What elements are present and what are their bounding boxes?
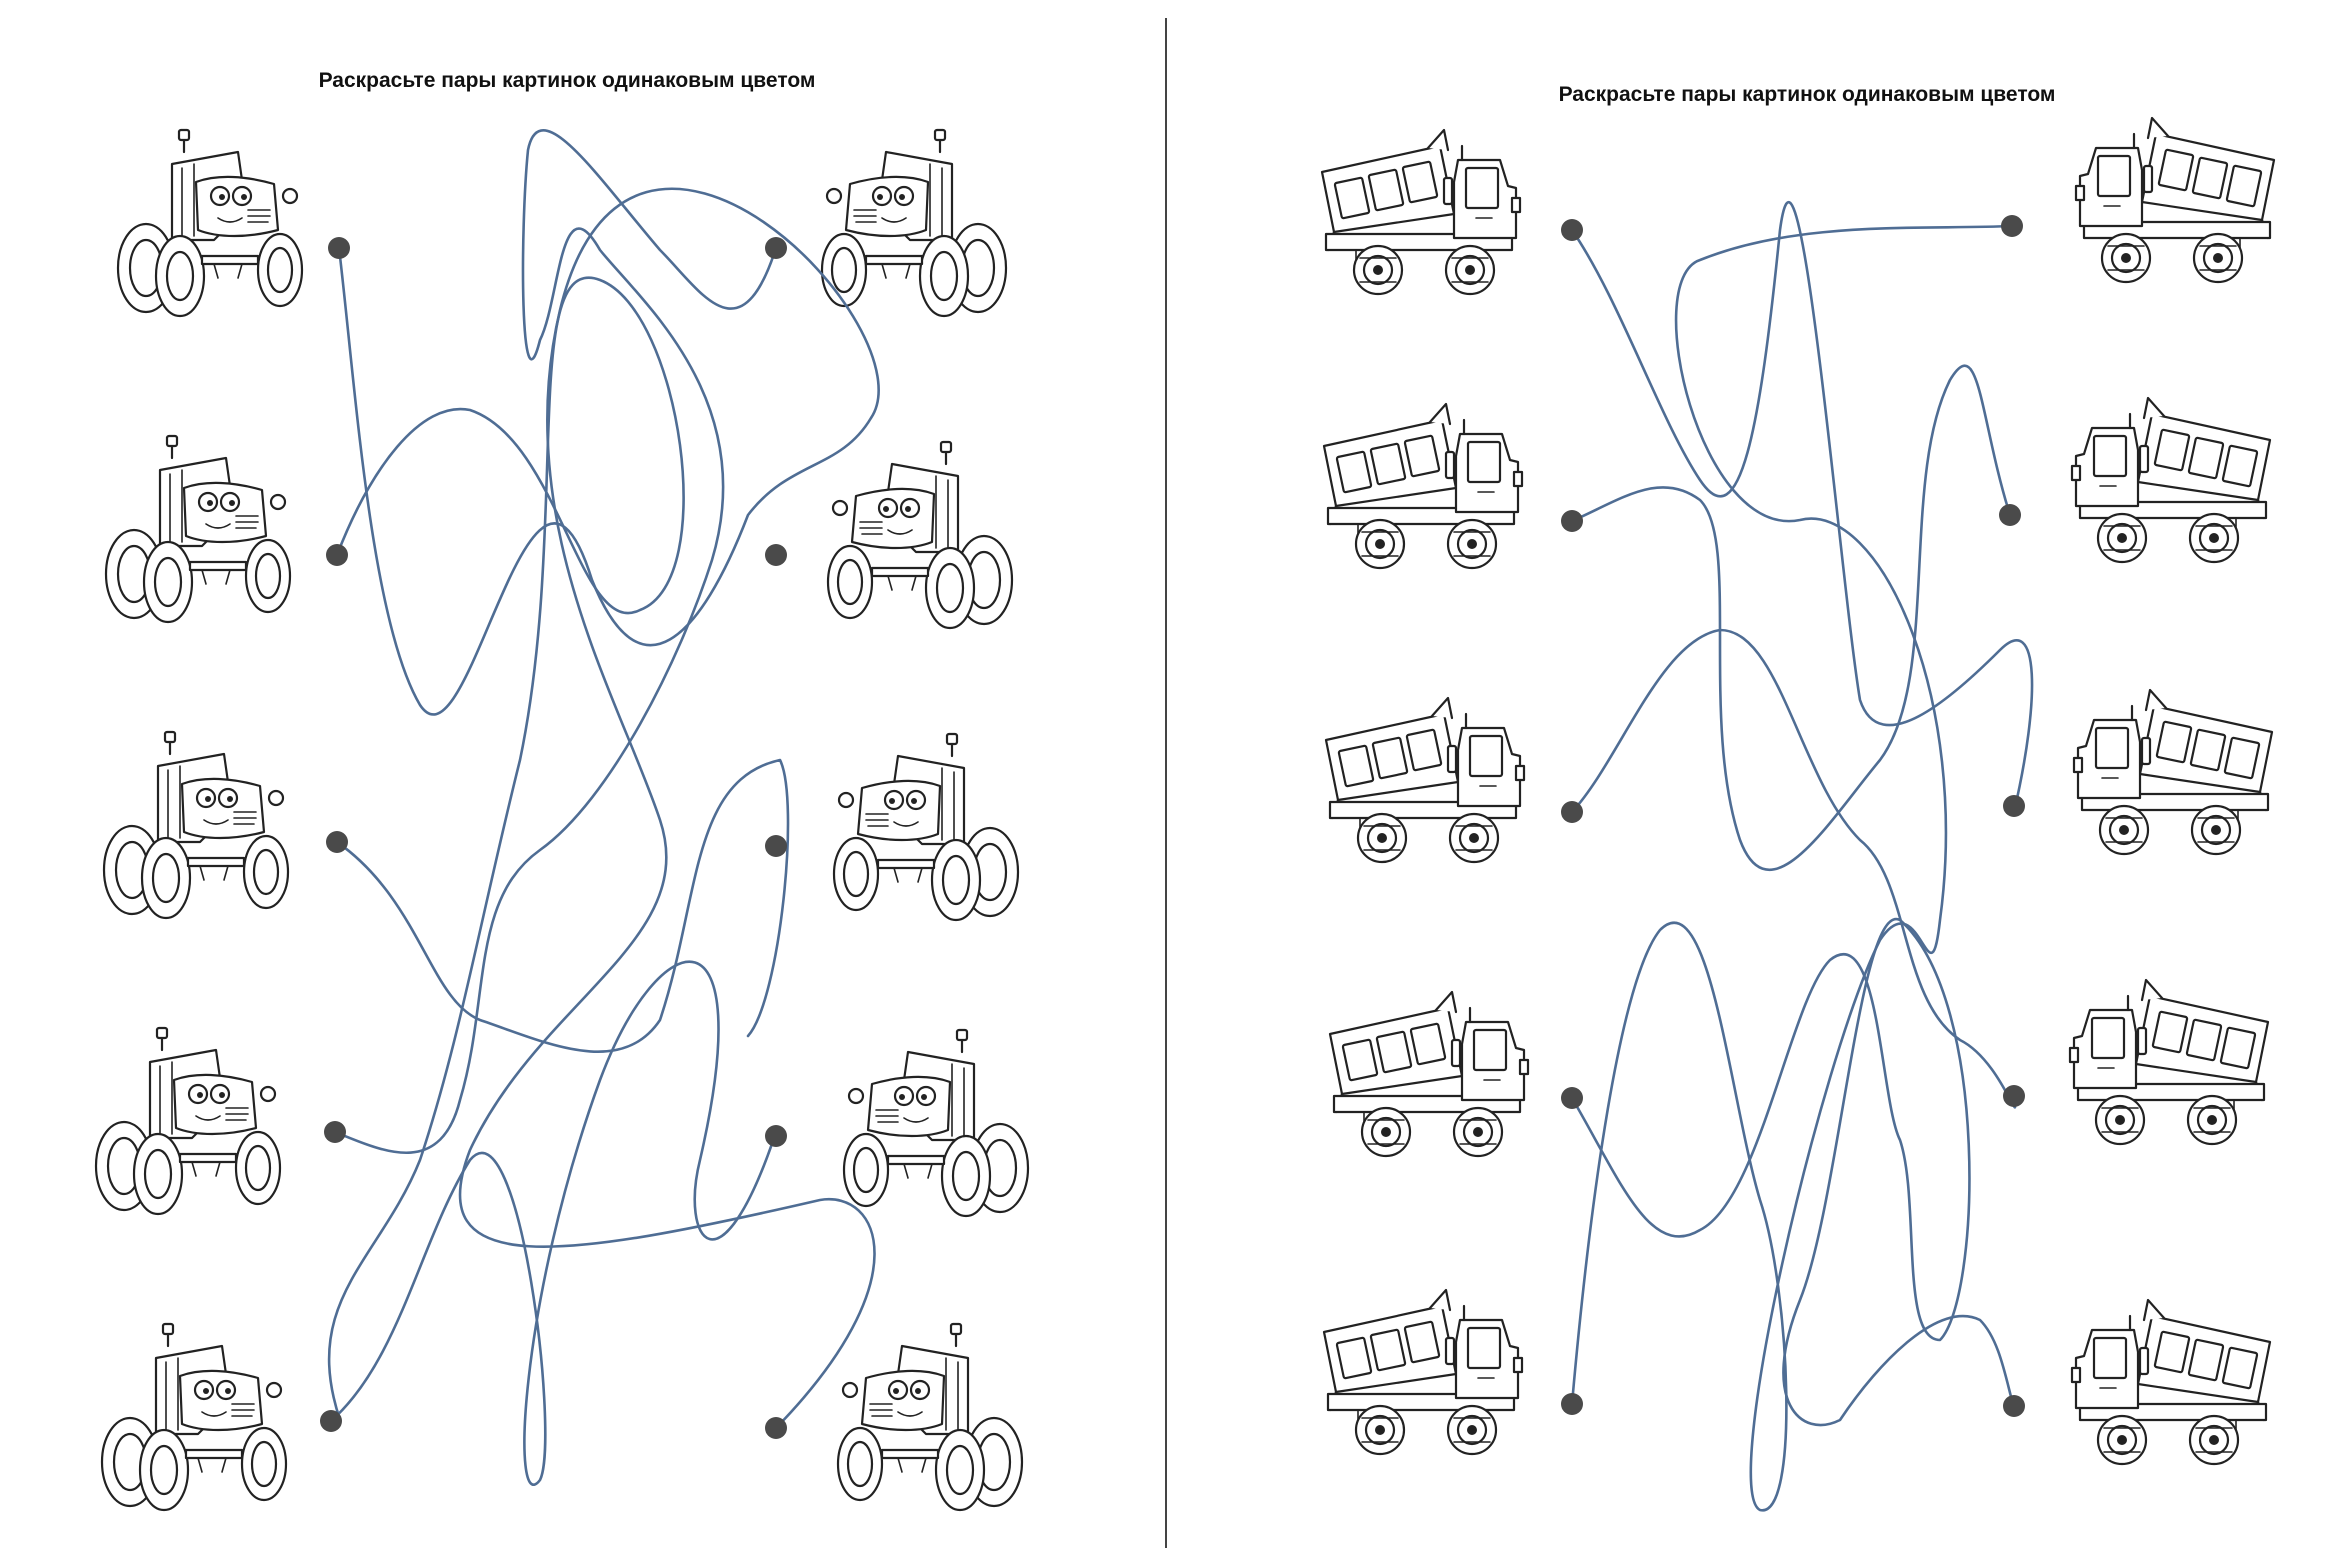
tractor-picture[interactable] xyxy=(836,1322,1024,1512)
page-right: Раскрасьте пары картинок одинаковым цвет… xyxy=(1320,83,2276,1512)
dot[interactable] xyxy=(2001,215,2023,237)
maze-lines xyxy=(1570,201,2034,1512)
dump-truck-picture[interactable] xyxy=(2072,688,2274,856)
tractor-picture[interactable] xyxy=(832,732,1020,922)
dot[interactable] xyxy=(765,1125,787,1147)
tractor-picture[interactable] xyxy=(116,128,304,318)
tractor-picture[interactable] xyxy=(94,1026,282,1216)
dot[interactable] xyxy=(1561,219,1583,241)
tractor-picture[interactable] xyxy=(104,434,292,624)
maze-line[interactable] xyxy=(1570,201,2034,814)
dump-truck-picture[interactable] xyxy=(1322,402,1524,570)
tractor-picture[interactable] xyxy=(102,730,290,920)
maze-lines xyxy=(327,129,880,1487)
maze-line[interactable] xyxy=(1570,917,2016,1427)
dot[interactable] xyxy=(326,544,348,566)
dot[interactable] xyxy=(1561,801,1583,823)
dot[interactable] xyxy=(320,1410,342,1432)
tractor-picture[interactable] xyxy=(820,128,1008,318)
dot[interactable] xyxy=(765,1417,787,1439)
dot[interactable] xyxy=(2003,1395,2025,1417)
dump-truck-picture[interactable] xyxy=(1320,128,1522,296)
page-title: Раскрасьте пары картинок одинаковым цвет… xyxy=(1559,83,2056,106)
dot[interactable] xyxy=(1999,504,2021,526)
dump-truck-picture[interactable] xyxy=(2074,116,2276,284)
dump-truck-picture[interactable] xyxy=(1324,696,1526,864)
tractor-picture[interactable] xyxy=(826,440,1014,630)
dump-truck-picture[interactable] xyxy=(2070,396,2272,564)
dot[interactable] xyxy=(1561,510,1583,532)
maze-line[interactable] xyxy=(1570,364,2012,871)
maze-line[interactable] xyxy=(335,758,790,1053)
dot[interactable] xyxy=(328,237,350,259)
page-left: Раскрасьте пары картинок одинаковым цвет… xyxy=(94,69,1030,1512)
maze-line[interactable] xyxy=(329,960,778,1487)
dot[interactable] xyxy=(326,831,348,853)
page-title: Раскрасьте пары картинок одинаковым цвет… xyxy=(319,69,816,92)
maze-line[interactable] xyxy=(337,187,880,1430)
dump-truck-picture[interactable] xyxy=(1328,990,1530,1158)
dot[interactable] xyxy=(765,237,787,259)
dot[interactable] xyxy=(765,544,787,566)
maze-line[interactable] xyxy=(327,276,685,1422)
dot[interactable] xyxy=(765,835,787,857)
dot[interactable] xyxy=(324,1121,346,1143)
dump-truck-picture[interactable] xyxy=(1322,1288,1524,1456)
maze-line[interactable] xyxy=(333,129,778,1154)
dump-truck-picture[interactable] xyxy=(2070,1298,2272,1466)
tractor-picture[interactable] xyxy=(842,1028,1030,1218)
dot[interactable] xyxy=(2003,795,2025,817)
dot[interactable] xyxy=(2003,1085,2025,1107)
dump-truck-picture[interactable] xyxy=(2068,978,2270,1146)
maze-line[interactable] xyxy=(1570,224,2014,1512)
maze-line[interactable] xyxy=(1570,628,2017,1109)
tractor-picture[interactable] xyxy=(100,1322,288,1512)
dot[interactable] xyxy=(1561,1087,1583,1109)
dot[interactable] xyxy=(1561,1393,1583,1415)
